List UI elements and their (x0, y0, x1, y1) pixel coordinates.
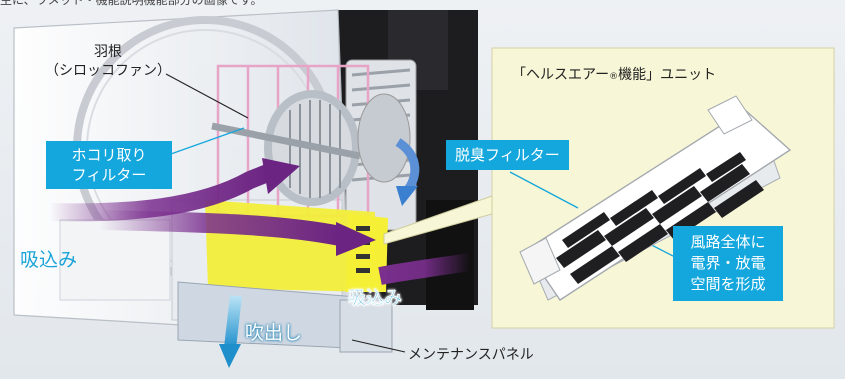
outlet-label: 吹出し (245, 322, 303, 344)
blade-label-line1: 羽根 (94, 44, 122, 60)
intake-center-label: 吸込み (348, 288, 402, 309)
deodor-filter-label-box: 脱臭フィルター (446, 140, 569, 170)
airflow-arrows-purple (49, 158, 472, 285)
unit-title-pre: 「ヘルスエアー (512, 67, 610, 83)
unit-title-post: 機能」ユニット (618, 67, 717, 83)
airflow-arrows-blue (219, 138, 420, 368)
air-path-label-box: 風路全体に 電界・放電 空間を形成 (673, 226, 783, 301)
air-path-line3: 空間を形成 (690, 275, 766, 293)
dust-filter-label-line1: ホコリ取り (71, 146, 147, 164)
blade-label: 羽根 （シロッコファン） (38, 43, 178, 81)
unit-title: 「ヘルスエアー®機能」ユニット (512, 64, 716, 84)
blade-label-line2: （シロッコファン） (45, 63, 171, 79)
header-fragment: 主に、ワメット・機能説明機能部分の画像です。 (0, 0, 263, 7)
blade-leader-line (165, 73, 249, 119)
air-path-line1: 風路全体に (690, 233, 766, 251)
panel-leader-line (351, 339, 406, 353)
sirocco-fan (211, 90, 411, 206)
maintenance-panel-label: メンテナンスパネル (408, 347, 534, 363)
unit-title-reg: ® (609, 72, 619, 82)
dust-filter-label-box: ホコリ取り フィルター (46, 141, 172, 189)
air-path-line2: 電界・放電 (690, 254, 766, 272)
health-air-unit (519, 95, 792, 301)
intake-left-label: 吸込み (20, 249, 78, 271)
dust-filter-label-line2: フィルター (71, 166, 147, 184)
